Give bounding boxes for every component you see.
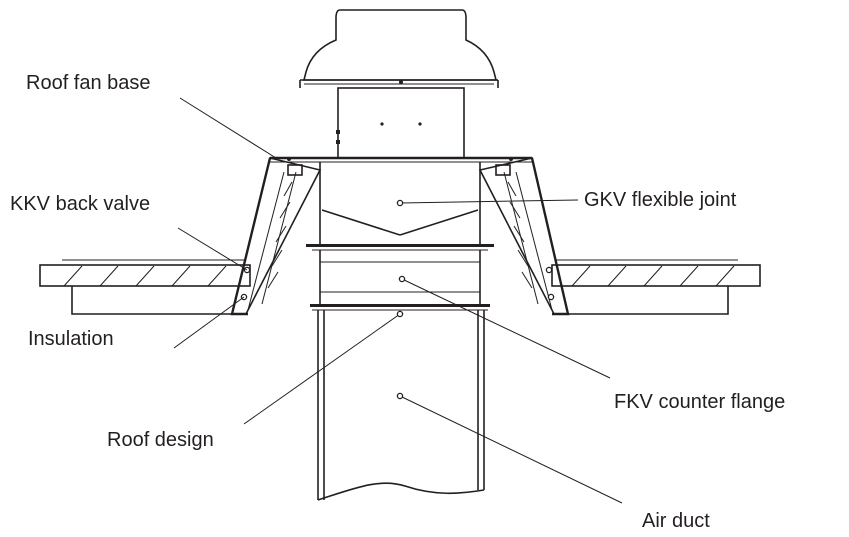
counter-flange — [310, 250, 490, 311]
label-air-duct: Air duct — [642, 510, 710, 532]
right-curb — [478, 157, 570, 316]
label-insulation: Insulation — [28, 328, 114, 350]
flexible-joint — [306, 170, 494, 251]
fan-motor-housing — [336, 87, 465, 159]
label-gkv-flexible-joint: GKV flexible joint — [584, 189, 737, 211]
label-kkv-back-valve: KKV back valve — [10, 193, 150, 215]
left-roof-section — [39, 259, 251, 315]
leader-lines — [173, 97, 623, 504]
label-fkv-counter-flange: FKV counter flange — [614, 391, 785, 413]
fan-hood — [299, 9, 499, 88]
roof-fan-base — [270, 156, 532, 170]
label-roof-fan-base: Roof fan base — [26, 72, 151, 94]
right-roof-section — [551, 259, 761, 315]
label-roof-design: Roof design — [107, 429, 214, 451]
left-curb — [230, 157, 322, 316]
air-duct — [317, 310, 485, 501]
